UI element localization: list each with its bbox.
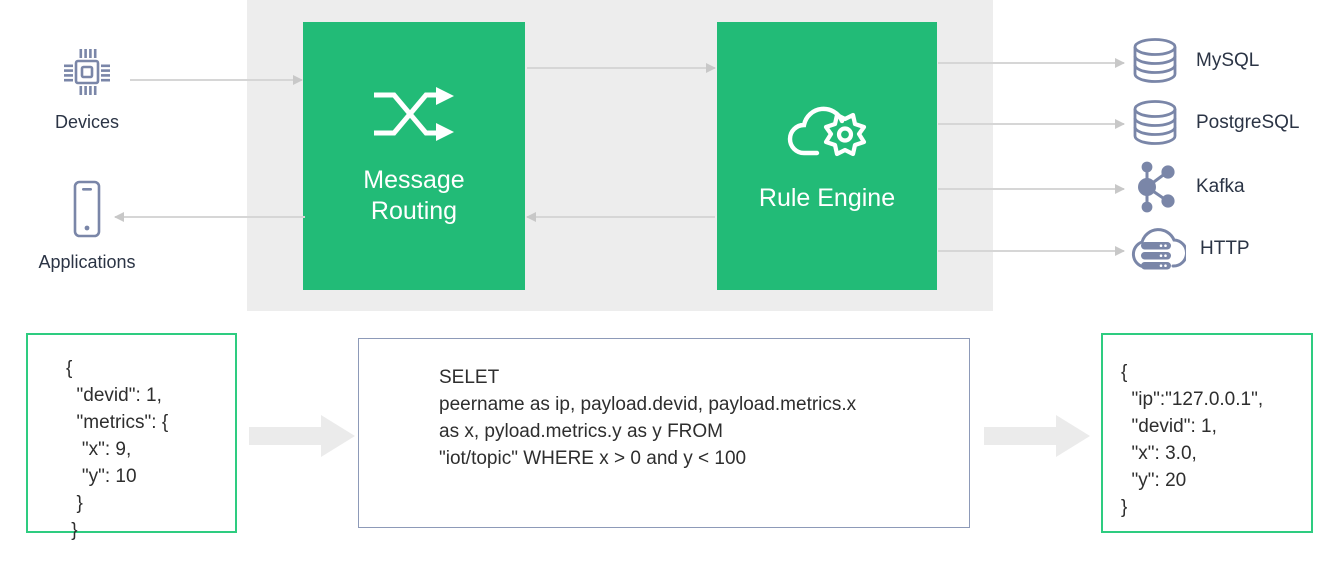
chip-icon [24,44,150,100]
stage-label-message-routing: Message Routing [363,166,465,225]
arrowhead-icon [293,75,303,85]
source-label-devices: Devices [54,112,120,132]
code-panel-input-json[interactable]: { "devid": 1, "metrics": { "x": 9, "y": … [26,333,237,541]
arrow-engine-to-routing [526,212,715,222]
sink-label-mysql: MySQL [1196,50,1260,71]
cloud-gear-icon [787,99,867,161]
arrowhead-icon [1115,246,1125,256]
arrowhead-icon [706,63,716,73]
sql-text: SELET peername as ip, payload.devid, pay… [439,367,857,469]
arrowhead-icon [1115,184,1125,194]
arrow-routing-to-engine [527,63,716,73]
database-cylinder-icon [1128,34,1182,88]
arrow-engine-to-kafka [938,184,1125,194]
mobile-phone-icon [24,178,150,240]
sink-label-http: HTTP [1200,238,1250,259]
arrow-engine-to-postgresql [938,119,1125,129]
sink-node-http[interactable]: HTTP [1128,222,1250,276]
arrow-engine-to-http [938,246,1125,256]
output-json-text: { "ip":"127.0.0.1", "devid": 1, "x": 3.0… [1121,362,1264,518]
arrow-routing-to-applications [114,212,305,222]
arrowhead-icon [1115,119,1125,129]
sink-label-kafka: Kafka [1196,176,1245,197]
source-node-devices[interactable]: Devices [24,44,150,133]
arrowhead-icon [1115,58,1125,68]
sink-node-mysql[interactable]: MySQL [1128,34,1259,88]
sink-node-kafka[interactable]: Kafka [1128,160,1245,214]
database-cylinder-icon [1128,96,1182,150]
block-arrow-json-to-sql [249,415,355,462]
shuffle-icon [372,85,456,143]
code-panel-sql[interactable]: SELET peername as ip, payload.devid, pay… [358,338,970,528]
node-graph-icon [1128,160,1182,214]
stage-box-message-routing[interactable]: Message Routing [303,22,525,290]
source-label-applications: Applications [38,252,136,272]
arrowhead-icon [526,212,536,222]
source-node-applications[interactable]: Applications [24,178,150,273]
stage-label-rule-engine: Rule Engine [758,183,896,212]
block-arrow-sql-to-json [984,415,1090,462]
arrow-engine-to-mysql [938,58,1125,68]
arrow-devices-to-routing [130,75,303,85]
stage-box-rule-engine[interactable]: Rule Engine [717,22,937,290]
cloud-server-icon [1128,222,1188,276]
arrowhead-icon [114,212,124,222]
sink-node-postgresql[interactable]: PostgreSQL [1128,96,1300,150]
input-json-text: { "devid": 1, "metrics": { "x": 9, "y": … [66,358,169,541]
sink-label-postgresql: PostgreSQL [1196,112,1300,133]
code-panel-output-json[interactable]: { "ip":"127.0.0.1", "devid": 1, "x": 3.0… [1101,333,1313,533]
